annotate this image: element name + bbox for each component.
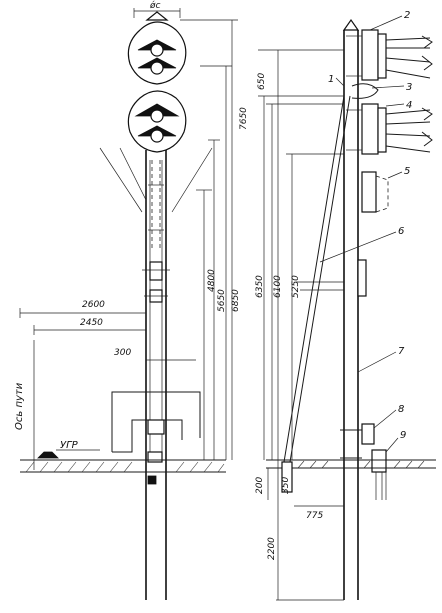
callout-6: 6 xyxy=(398,226,404,237)
dim-4800: 4800 xyxy=(207,269,217,292)
lower-signal-head xyxy=(127,90,187,153)
right-lower-signal-head xyxy=(346,103,433,155)
callout-9: 9 xyxy=(400,430,406,441)
right-upper-signal-head xyxy=(346,29,433,81)
dim-2600: 2600 xyxy=(82,300,105,310)
dim-2200: 2200 xyxy=(267,537,277,560)
track-axis-label: Ось пути xyxy=(14,382,25,430)
right-view: 650 6350 6100 5250 200 350 775 2200 1 2 … xyxy=(255,10,436,601)
upper-signal-head xyxy=(127,11,187,85)
dim-775: 775 xyxy=(306,511,323,521)
dim-7650: 7650 xyxy=(239,107,249,130)
left-view: ǿс xyxy=(14,0,249,600)
dim-6100: 6100 xyxy=(273,275,283,298)
dim-350: 350 xyxy=(281,477,291,494)
dim-6350: 6350 xyxy=(255,275,265,298)
callout-1: 1 xyxy=(328,74,334,85)
callout-8: 8 xyxy=(398,404,404,415)
callout-3: 3 xyxy=(406,82,412,93)
dim-300: 300 xyxy=(114,348,131,358)
ugr-label: УГР xyxy=(60,440,79,451)
junction-box xyxy=(361,171,389,213)
dim-200: 200 xyxy=(255,477,265,494)
ground-hatching xyxy=(25,461,225,473)
dim-650: 650 xyxy=(257,73,267,90)
callout-4: 4 xyxy=(406,100,412,111)
dim-5650: 5650 xyxy=(217,289,227,312)
rail-icon xyxy=(37,451,59,459)
dim-5250: 5250 xyxy=(291,275,301,298)
top-dimension-label: ǿс xyxy=(149,0,161,11)
right-ground-hatching xyxy=(297,460,425,469)
callout-5: 5 xyxy=(404,166,410,177)
callout-7: 7 xyxy=(398,346,405,357)
callout-2: 2 xyxy=(404,10,410,21)
callouts: 1 2 3 4 5 6 7 8 9 xyxy=(319,10,412,453)
dim-2450: 2450 xyxy=(80,318,103,328)
dim-6850: 6850 xyxy=(231,289,241,312)
